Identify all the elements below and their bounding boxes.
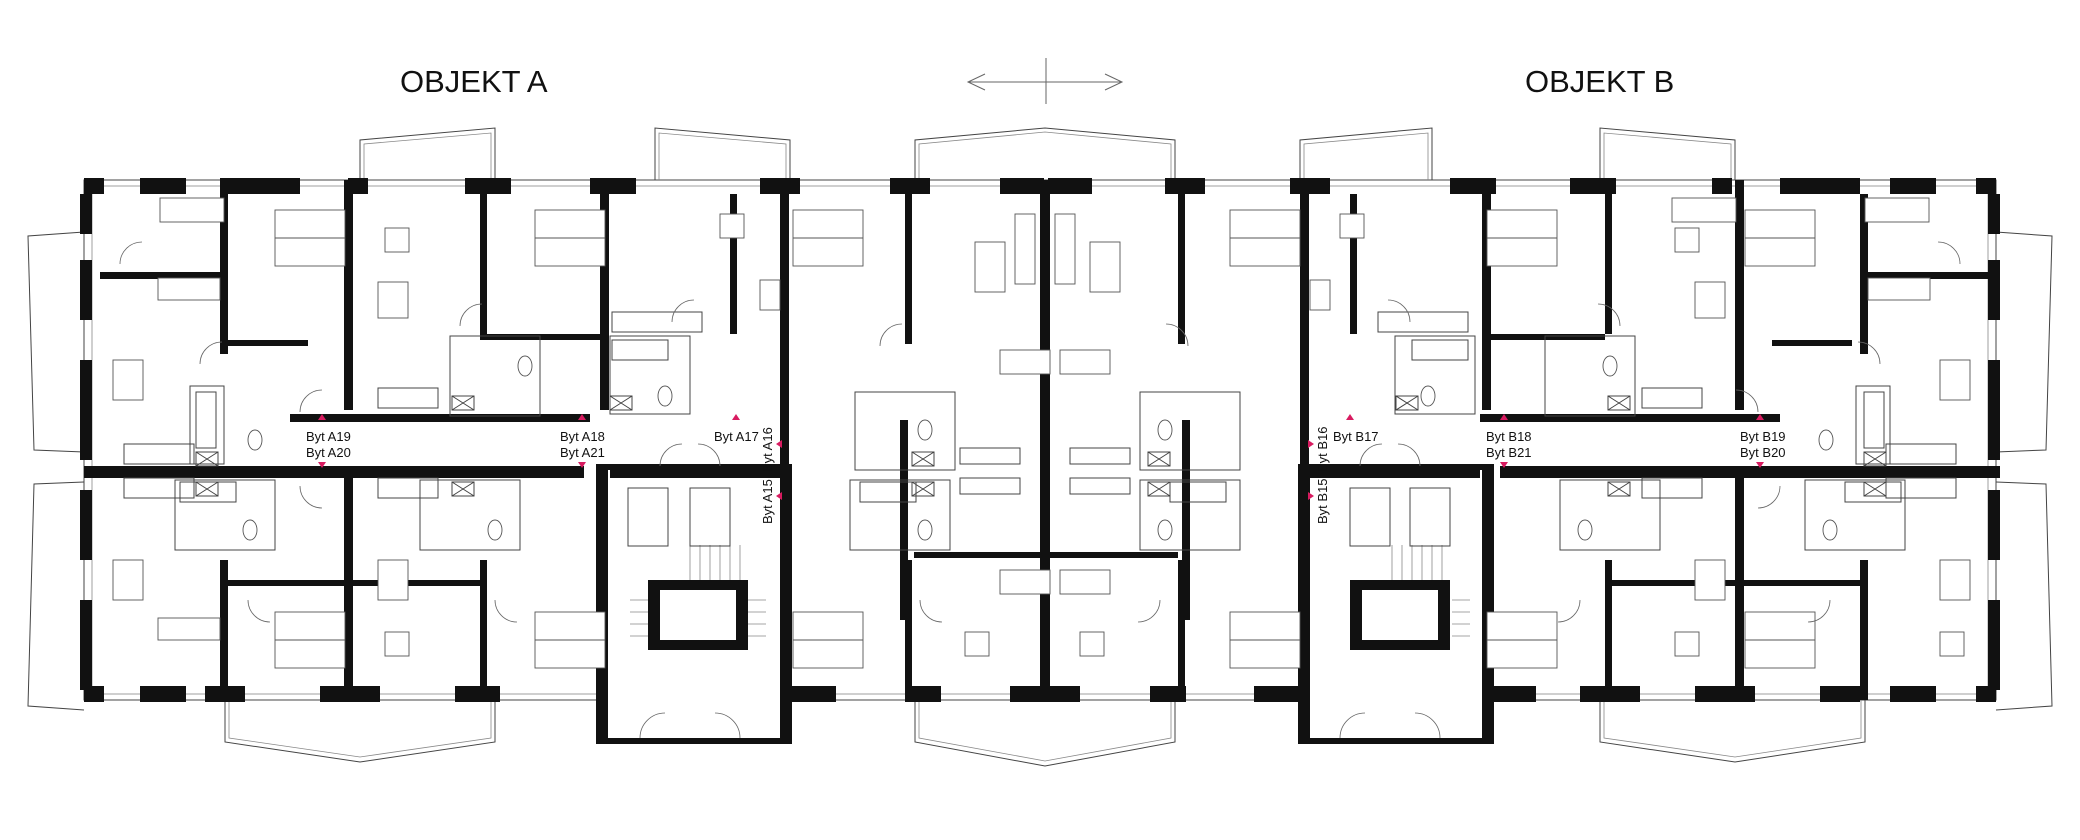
entrance-marker-b19: [1756, 414, 1764, 420]
unit-label-b16[interactable]: Byt B16: [1315, 426, 1330, 472]
stair-core-a: [596, 464, 792, 744]
objekt-b-title: OBJEKT B: [1525, 64, 1674, 99]
entrance-marker-a21: [578, 462, 586, 468]
entrance-marker-b15: [1308, 492, 1314, 500]
unit-label-b21[interactable]: Byt B21: [1486, 445, 1532, 460]
unit-label-b18[interactable]: Byt B18: [1486, 429, 1532, 444]
entrance-marker-a16: [776, 440, 782, 448]
entrance-markers: [318, 414, 1764, 500]
unit-label-a15[interactable]: Byt A15: [760, 479, 775, 524]
balconies-bottom: [224, 700, 1866, 767]
kitchens: [123, 311, 1957, 499]
entrance-marker-a15: [776, 492, 782, 500]
balconies-top: [359, 127, 1736, 180]
entrance-marker-a20: [318, 462, 326, 468]
entrance-marker-b18: [1500, 414, 1508, 420]
beds: [159, 197, 1930, 669]
unit-label-a21[interactable]: Byt A21: [560, 445, 605, 460]
stair-core-b: [1298, 464, 1494, 744]
doors: [119, 241, 1961, 623]
entrance-marker-b20: [1756, 462, 1764, 468]
unit-label-b20[interactable]: Byt B20: [1740, 445, 1786, 460]
dining-tables: [112, 279, 1971, 601]
unit-label-a16[interactable]: Byt A16: [760, 427, 775, 472]
unit-label-a17[interactable]: Byt A17: [714, 429, 759, 444]
unit-label-a20[interactable]: Byt A20: [306, 445, 351, 460]
objekt-a-title: OBJEKT A: [400, 64, 548, 99]
unit-label-b17[interactable]: Byt B17: [1333, 429, 1379, 444]
structural-walls: [80, 178, 2000, 702]
entrance-marker-a17: [732, 414, 740, 420]
shafts: [195, 395, 1887, 497]
sofas: [157, 213, 1965, 657]
entrance-marker-b16: [1308, 440, 1314, 448]
entrance-marker-b21: [1500, 462, 1508, 468]
expansion-arrow-icon: [966, 58, 1124, 104]
entrance-marker-b17: [1346, 414, 1354, 420]
unit-labels: Byt A19 Byt A20 Byt A18 Byt A21 Byt A17 …: [306, 426, 1786, 524]
unit-label-b19[interactable]: Byt B19: [1740, 429, 1786, 444]
unit-label-a18[interactable]: Byt A18: [560, 429, 605, 444]
unit-label-a19[interactable]: Byt A19: [306, 429, 351, 444]
entrance-marker-a19: [318, 414, 326, 420]
entrance-marker-a18: [578, 414, 586, 420]
balconies-side: [27, 231, 2053, 711]
unit-label-b15[interactable]: Byt B15: [1315, 478, 1330, 524]
